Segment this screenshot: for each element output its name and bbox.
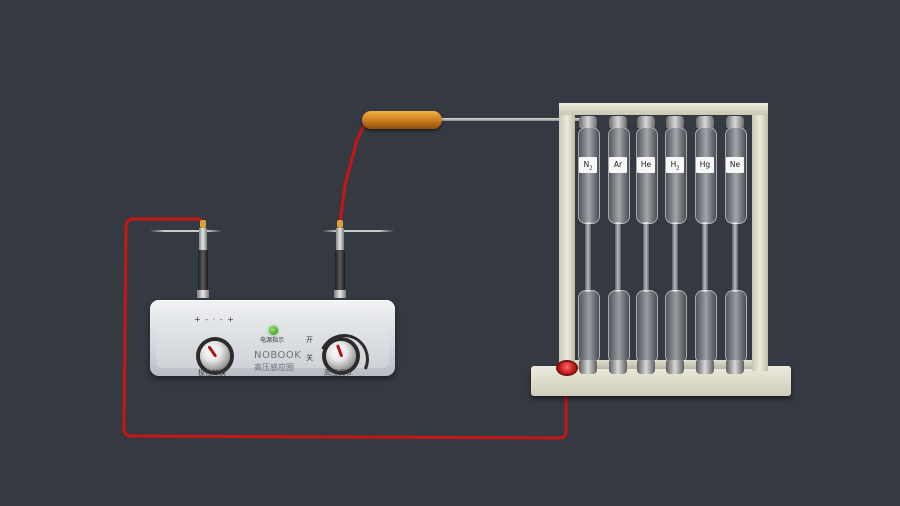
- tube-h2[interactable]: H2: [664, 116, 687, 374]
- tube-label: Ar: [609, 157, 627, 173]
- wire-probe[interactable]: [338, 119, 368, 225]
- stand-top-bar: [559, 103, 768, 115]
- tube-ar[interactable]: Ar: [607, 116, 630, 374]
- device-name: 高压感应圈: [254, 363, 294, 372]
- voltage-label: 高压调节: [324, 369, 352, 377]
- tube-hg[interactable]: Hg: [694, 116, 717, 374]
- tube-ne[interactable]: Ne: [724, 116, 747, 374]
- tube-he[interactable]: He: [635, 116, 658, 374]
- power-indicator-led: [269, 326, 278, 335]
- induction-coil-device: + - · - + 极性转换 电源指示 NOBOOK 高压感应圈 开 关 高压调…: [150, 300, 395, 392]
- probe-pen[interactable]: [362, 111, 442, 129]
- post-right-disc: [322, 230, 394, 232]
- probe-needle: [440, 118, 586, 121]
- polarity-knob[interactable]: [200, 341, 230, 371]
- polarity-label: 极性转换: [198, 369, 226, 377]
- tube-label: Ne: [726, 157, 744, 173]
- stand-post-right: [752, 105, 768, 371]
- tube-label: Hg: [696, 157, 714, 173]
- tube-label: He: [637, 157, 655, 173]
- tube-n2[interactable]: N2: [577, 116, 600, 374]
- device-brand: NOBOOK: [254, 350, 302, 361]
- wire-left[interactable]: [122, 217, 568, 440]
- stand-post-left: [559, 105, 575, 371]
- voltage-knob[interactable]: [326, 341, 356, 371]
- polarity-marks: + - · - +: [194, 315, 235, 324]
- switch-off-label: 关: [306, 354, 313, 362]
- device-panel: + - · - + 极性转换 电源指示 NOBOOK 高压感应圈 开 关 高压调…: [156, 310, 389, 392]
- switch-on-label: 开: [306, 336, 313, 344]
- post-left-disc: [150, 230, 222, 232]
- tube-label: H2: [666, 157, 684, 173]
- indicator-label: 电源指示: [260, 337, 285, 344]
- stand-rail: [575, 360, 752, 369]
- stand-terminal[interactable]: [558, 362, 576, 374]
- tube-label: N2: [579, 157, 597, 173]
